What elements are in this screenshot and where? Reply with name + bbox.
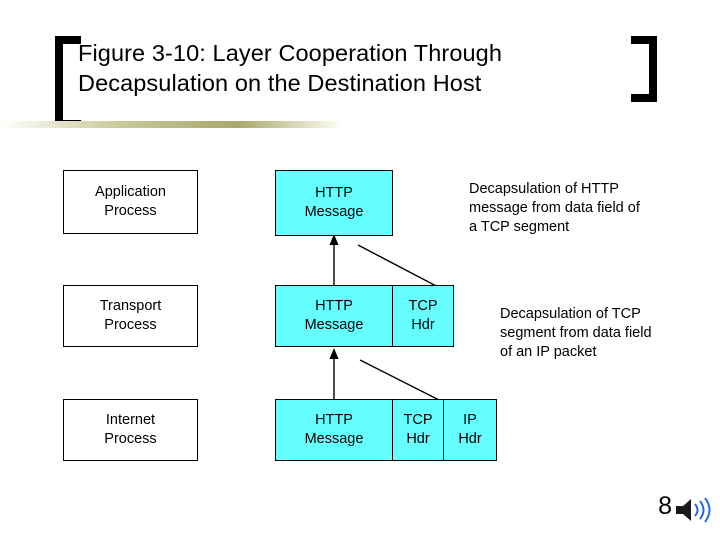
annotation-http-decapsulation-line-1: Decapsulation of HTTP [469,181,619,197]
field-ip-hdr-internet-line-1: IP [463,412,477,428]
left-bracket-top-arm [55,36,81,44]
layer-label-application-line-1: Application [95,184,166,200]
field-tcp-hdr-transport-line-2: Hdr [411,317,435,333]
field-http-message-transport: HTTP Message [275,285,393,347]
field-http-message-application: HTTP Message [275,170,393,236]
layer-label-internet-line-1: Internet [105,412,156,428]
title-divider [0,121,340,128]
field-ip-hdr-internet-line-2: Hdr [458,431,482,447]
field-tcp-hdr-transport-line-1: TCP [408,298,438,314]
annotation-tcp-decapsulation-line-3: of an IP packet [500,344,597,360]
layer-label-internet: Internet Process [63,399,198,461]
field-http-message-application-line-2: Message [304,204,364,220]
field-http-message-internet-line-2: Message [304,431,364,447]
annotation-http-decapsulation-line-2: message from data field of [469,200,640,216]
field-tcp-hdr-internet-line-2: Hdr [406,431,430,447]
right-bracket-vertical [649,36,657,102]
slide-title: Figure 3-10: Layer Cooperation Through D… [78,38,638,98]
annotation-tcp-decapsulation-line-2: segment from data field [500,325,652,341]
field-tcp-hdr-transport: TCP Hdr [392,285,454,347]
annotation-tcp-decapsulation-line-1: Decapsulation of TCP [500,306,641,322]
speaker-icon[interactable] [674,495,712,525]
layer-label-internet-line-2: Process [104,431,157,447]
layer-label-transport: Transport Process [63,285,198,347]
field-http-message-transport-line-2: Message [304,317,364,333]
field-ip-hdr-internet: IP Hdr [443,399,497,461]
layer-label-application-line-2: Process [104,203,157,219]
field-http-message-internet-line-1: HTTP [315,412,353,428]
slide-title-line-2: Decapsulation on the Destination Host [78,70,482,96]
annotation-http-decapsulation: Decapsulation of HTTP message from data … [469,180,699,237]
slide-title-line-1: Figure 3-10: Layer Cooperation Through [78,40,503,66]
field-tcp-hdr-internet-line-1: TCP [403,412,433,428]
right-bracket-top-arm [631,36,657,44]
field-http-message-application-line-1: HTTP [315,185,353,201]
right-bracket-bottom-arm [631,94,657,102]
page-number: 8 [658,492,672,520]
field-http-message-internet: HTTP Message [275,399,393,461]
layer-label-transport-line-1: Transport [99,298,162,314]
field-tcp-hdr-internet: TCP Hdr [392,399,444,461]
annotation-tcp-decapsulation: Decapsulation of TCP segment from data f… [500,305,710,362]
layer-label-application: Application Process [63,170,198,234]
field-http-message-transport-line-1: HTTP [315,298,353,314]
left-bracket-vertical [55,36,63,128]
layer-label-transport-line-2: Process [104,317,157,333]
title-area: Figure 3-10: Layer Cooperation Through D… [0,0,720,130]
annotation-http-decapsulation-line-3: a TCP segment [469,219,570,235]
